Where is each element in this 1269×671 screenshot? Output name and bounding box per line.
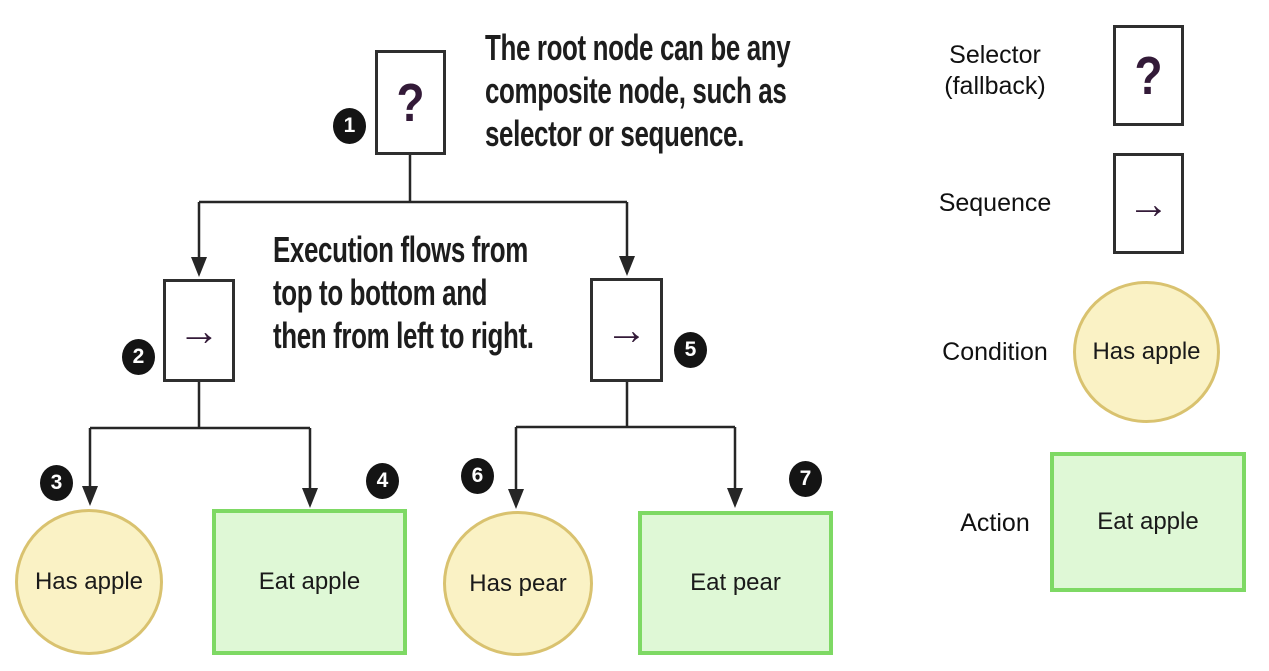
node-sequence-left: → (163, 279, 235, 382)
legend-label-text: Selector (949, 41, 1041, 69)
action-label: Eat apple (1097, 508, 1199, 535)
arrowhead-to-cond3 (82, 486, 98, 506)
legend-sequence-symbol: → (1113, 153, 1184, 254)
node-condition-has-apple: Has apple (15, 509, 163, 655)
step-badge-6: 6 (461, 458, 494, 494)
step-badge-4: 4 (366, 463, 399, 499)
legend-selector-symbol: ? (1113, 25, 1184, 126)
annotation-line: Execution flows from (273, 229, 528, 270)
legend-label-condition: Condition (920, 337, 1070, 368)
step-badge-5: 5 (674, 332, 707, 368)
question-mark-icon: ? (1134, 45, 1163, 106)
node-condition-has-pear: Has pear (443, 511, 593, 656)
legend-label-sequence: Sequence (920, 188, 1070, 219)
annotation-root-note: The root node can be any composite node,… (485, 26, 791, 155)
condition-label: Has apple (1092, 338, 1201, 365)
node-root-selector: ? (375, 50, 446, 155)
annotation-line: composite node, such as (485, 70, 787, 111)
step-badge-7: 7 (789, 461, 822, 497)
edge-seq2-to-children (88, 382, 312, 491)
action-label: Eat pear (690, 569, 781, 596)
node-action-eat-pear: Eat pear (638, 511, 833, 655)
legend-sublabel-text: (fallback) (944, 72, 1046, 100)
step-badge-1: 1 (333, 108, 366, 144)
node-sequence-right: → (590, 278, 663, 382)
arrow-right-icon: → (1127, 179, 1170, 227)
arrowhead-to-act7 (727, 488, 743, 508)
condition-label: Has apple (34, 568, 144, 595)
legend-label-action: Action (920, 508, 1070, 539)
arrow-right-icon: → (178, 306, 220, 354)
condition-label: Has pear (469, 569, 567, 597)
arrowhead-to-seq5 (619, 256, 635, 276)
annotation-flow-note: Execution flows from top to bottom and t… (273, 228, 534, 357)
legend-label-selector: Selector (fallback) (920, 40, 1070, 102)
annotation-line: then from left to right. (273, 315, 534, 356)
edge-seq5-to-children (514, 382, 737, 492)
arrowhead-to-act4 (302, 488, 318, 508)
legend-action-symbol: Eat apple (1050, 452, 1246, 592)
action-label: Eat apple (258, 568, 361, 595)
annotation-line: The root node can be any (485, 27, 791, 68)
step-badge-3: 3 (40, 465, 73, 501)
arrowhead-to-seq2 (191, 257, 207, 277)
legend-label-text: Action (960, 509, 1030, 537)
step-badge-2: 2 (122, 339, 155, 375)
annotation-line: selector or sequence. (485, 113, 744, 154)
legend-condition-symbol: Has apple (1073, 281, 1220, 423)
annotation-line: top to bottom and (273, 272, 488, 313)
arrow-right-icon: → (605, 306, 648, 353)
legend-label-text: Sequence (938, 189, 1052, 217)
arrowhead-to-cond6 (508, 489, 524, 509)
question-mark-icon: ? (396, 72, 425, 133)
legend-label-text: Condition (942, 338, 1048, 366)
node-action-eat-apple: Eat apple (212, 509, 407, 655)
